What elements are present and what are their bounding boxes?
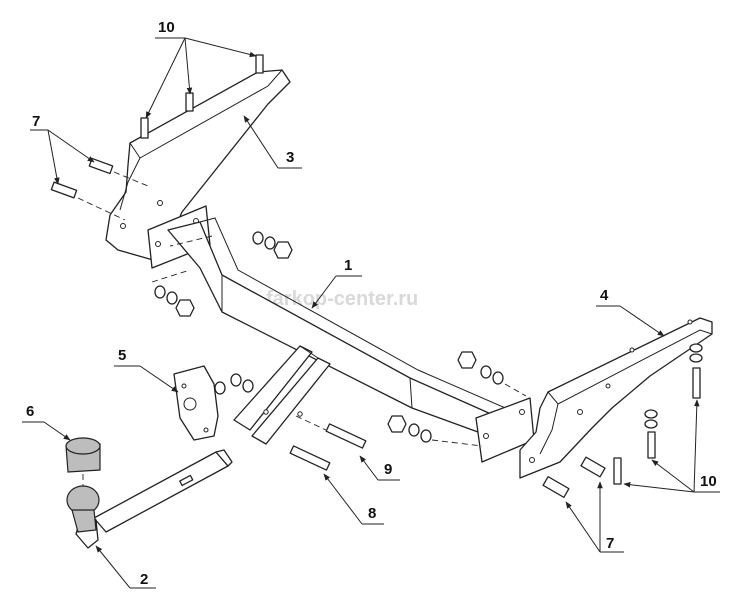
callout-5: 5 <box>114 347 179 393</box>
callout-3: 3 <box>243 115 302 169</box>
svg-text:9: 9 <box>384 461 392 478</box>
callout-9: 9 <box>359 455 400 481</box>
bolt-7-left <box>50 157 149 221</box>
socket-plate-part-5 <box>173 365 219 441</box>
svg-text:10: 10 <box>158 19 175 36</box>
bolt-8 <box>289 445 331 471</box>
svg-text:7: 7 <box>32 113 40 130</box>
right-bracket-part-4 <box>519 317 713 485</box>
svg-text:4: 4 <box>600 287 609 304</box>
callout-10-right: 10 <box>623 399 720 493</box>
bolt-7-right <box>542 456 606 498</box>
svg-text:8: 8 <box>368 505 376 522</box>
callout-1: 1 <box>311 257 362 309</box>
svg-text:7: 7 <box>606 535 614 552</box>
svg-text:10: 10 <box>700 473 717 490</box>
svg-text:3: 3 <box>286 149 294 166</box>
watermark-text: farkop-center.ru <box>266 288 418 310</box>
callout-7-left: 7 <box>30 113 95 185</box>
bolt-9 <box>295 415 367 449</box>
callout-6: 6 <box>22 403 71 441</box>
callout-4: 4 <box>596 287 665 337</box>
svg-text:2: 2 <box>140 571 148 588</box>
callout-2: 2 <box>95 545 156 589</box>
svg-text:5: 5 <box>118 347 126 364</box>
svg-text:6: 6 <box>26 403 34 420</box>
callout-10-top: 10 <box>145 19 257 119</box>
tow-ball-part-6 <box>65 437 101 533</box>
callout-7-right: 7 <box>565 481 624 553</box>
callout-8: 8 <box>323 473 384 525</box>
svg-text:1: 1 <box>344 257 352 274</box>
cross-beam-part-1 <box>147 205 535 463</box>
